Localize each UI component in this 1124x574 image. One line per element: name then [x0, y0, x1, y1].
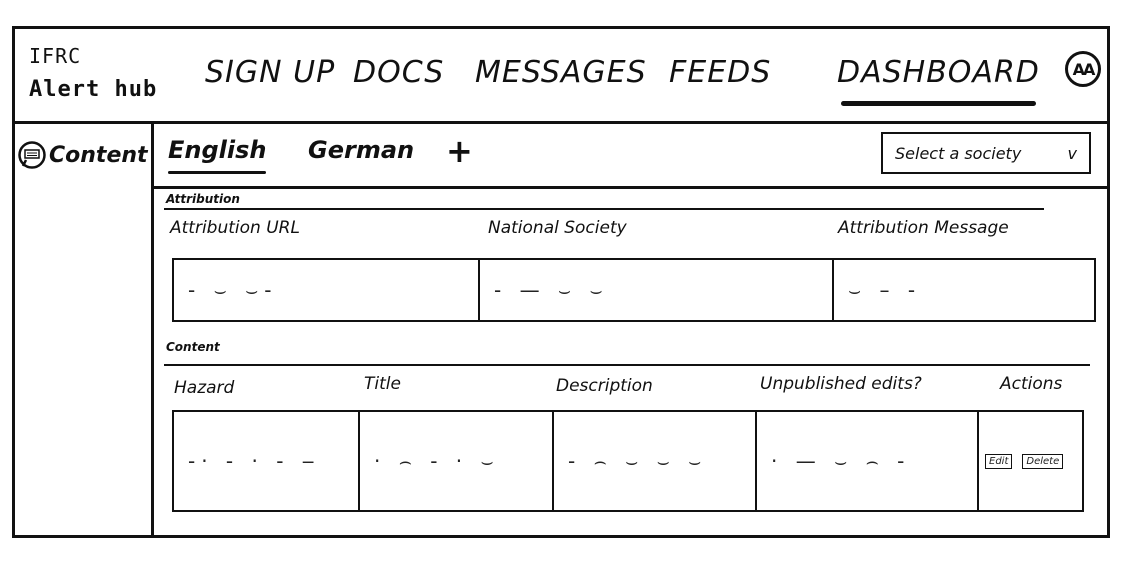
- nav-messages[interactable]: MESSAGES: [475, 55, 647, 90]
- society-select[interactable]: Select a society v: [881, 132, 1091, 174]
- column-header-actions: Actions: [1000, 374, 1063, 394]
- nav-dashboard[interactable]: DASHBOARD: [837, 55, 1040, 106]
- content-table-row[interactable]: -· - · - ‒ · ⌢ - · ⌣ - ⌢ ⌣ ⌣ ⌣ · — ⌣ ⌢ -…: [172, 410, 1084, 512]
- attribution-url-cell[interactable]: - ⌣ ⌣-: [188, 278, 278, 302]
- content-divider: [164, 364, 1090, 366]
- content-section-label: Content: [166, 340, 220, 354]
- society-select-value: Select a society: [895, 143, 1022, 163]
- column-header-attribution-url: Attribution URL: [170, 218, 300, 238]
- user-avatar[interactable]: AA: [1065, 51, 1101, 87]
- actions-cell: Edit Delete: [977, 412, 1082, 510]
- keyboard-bubble-icon: [17, 140, 47, 170]
- delete-button[interactable]: Delete: [1022, 453, 1064, 469]
- tab-english[interactable]: English: [168, 136, 267, 174]
- hazard-cell[interactable]: -· - · - ‒: [188, 449, 321, 473]
- attribution-divider: [164, 208, 1044, 210]
- main-content: English German + Select a society v Attr…: [154, 124, 1107, 535]
- attribution-table-row[interactable]: - ⌣ ⌣- - — ⌣ ⌣ ⌣ – -: [172, 258, 1096, 322]
- add-language-button[interactable]: +: [446, 132, 473, 170]
- nav-docs[interactable]: DOCS: [353, 55, 445, 90]
- column-header-description: Description: [556, 376, 653, 396]
- column-header-hazard: Hazard: [174, 378, 235, 398]
- chevron-down-icon: v: [1067, 143, 1077, 163]
- column-header-unpublished-edits: Unpublished edits?: [760, 374, 922, 394]
- column-header-attribution-message: Attribution Message: [838, 218, 1009, 238]
- national-society-cell[interactable]: - — ⌣ ⌣: [478, 260, 832, 320]
- column-header-national-society: National Society: [488, 218, 627, 238]
- unpublished-edits-cell[interactable]: · — ⌣ ⌢ -: [755, 412, 977, 510]
- edit-button[interactable]: Edit: [985, 453, 1013, 469]
- description-cell[interactable]: - ⌢ ⌣ ⌣ ⌣: [552, 412, 755, 510]
- top-navigation-bar: IFRC Alert hub SIGN UP DOCS MESSAGES FEE…: [15, 29, 1107, 124]
- attribution-section-label: Attribution: [166, 192, 240, 206]
- attribution-message-cell[interactable]: ⌣ – -: [832, 260, 1094, 320]
- language-bar: English German + Select a society v: [154, 124, 1107, 189]
- brand-logo[interactable]: IFRC Alert hub: [29, 39, 159, 107]
- column-header-title: Title: [364, 374, 401, 394]
- app-frame: IFRC Alert hub SIGN UP DOCS MESSAGES FEE…: [12, 26, 1110, 538]
- brand-line-1: IFRC: [29, 44, 82, 68]
- sidebar-item-content[interactable]: Content: [17, 140, 148, 170]
- tab-german[interactable]: German: [308, 136, 415, 164]
- nav-sign-up[interactable]: SIGN UP: [205, 55, 336, 90]
- sidebar-item-label: Content: [49, 142, 148, 168]
- brand-line-2: Alert hub: [29, 77, 158, 102]
- sidebar: Content: [15, 124, 154, 535]
- nav-feeds[interactable]: FEEDS: [669, 55, 772, 90]
- title-cell[interactable]: · ⌢ - · ⌣: [358, 412, 552, 510]
